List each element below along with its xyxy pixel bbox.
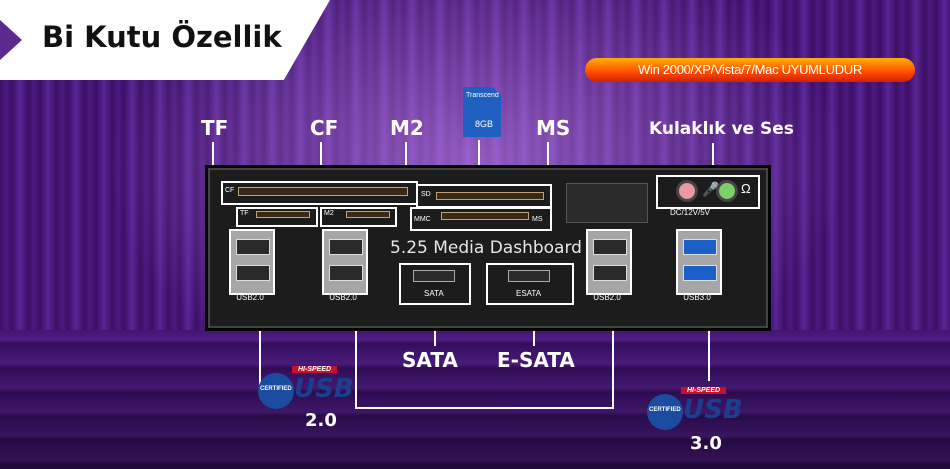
slot-sd-label: SD — [421, 191, 431, 198]
label-cf: CF — [310, 116, 339, 140]
usb20-text: USB — [294, 374, 354, 404]
usb30-label: USB3.0 — [683, 293, 711, 302]
usb20-a-label: USB2.0 — [236, 293, 264, 302]
line-usb-b — [355, 303, 357, 408]
slot-cf-opening — [238, 187, 408, 196]
headphone-jack — [716, 180, 738, 202]
sata-port-label: SATA — [424, 289, 444, 298]
usb30-logo: HI-SPEED CERTIFIED USB — [647, 384, 747, 434]
usb-badge-icon — [258, 373, 294, 409]
slot-tf-label: TF — [240, 210, 249, 217]
slot-mmc-label: MMC — [414, 216, 431, 223]
line-usb-c — [612, 303, 614, 409]
blank-bay — [566, 183, 648, 223]
usb20-port-c — [586, 229, 632, 295]
usb30-certified: CERTIFIED — [649, 407, 681, 413]
panel-name: 5.25 Media Dashboard — [390, 238, 582, 258]
slot-cf-label: CF — [225, 187, 235, 194]
usb-socket — [593, 239, 627, 255]
slot-tf — [236, 207, 318, 227]
sd-card-brand: Transcend — [466, 92, 499, 99]
usb20-version: 2.0 — [305, 410, 337, 431]
label-tf: TF — [201, 116, 229, 140]
usb-socket — [683, 239, 717, 255]
compatibility-bar: Win 2000/XP/Vista/7/Mac UYUMLUDUR — [585, 58, 915, 82]
usb30-text: USB — [683, 395, 743, 425]
floor — [0, 330, 950, 469]
usb-badge-icon — [647, 394, 683, 430]
usb20-port-a — [229, 229, 275, 295]
slot-ms-label: MS — [532, 216, 543, 223]
line-usb-connector — [355, 407, 614, 409]
label-sata: SATA — [402, 348, 458, 372]
slot-m2 — [320, 207, 397, 227]
usb20-hispeed: HI-SPEED — [292, 366, 338, 373]
usb30-port — [676, 229, 722, 295]
esata-port — [486, 263, 574, 305]
line-m2 — [405, 142, 407, 168]
slot-sd-opening — [436, 192, 544, 200]
label-audio: Kulaklık ve Ses — [649, 119, 794, 139]
mic-jack — [676, 180, 698, 202]
usb30-hispeed: HI-SPEED — [681, 387, 727, 394]
slot-m2-opening — [346, 211, 390, 218]
headphone-icon: Ω — [741, 181, 751, 196]
usb-socket — [236, 265, 270, 281]
label-esata: E-SATA — [497, 348, 575, 372]
usb20-certified: CERTIFIED — [260, 386, 292, 392]
esata-port-label: ESATA — [516, 289, 542, 298]
slot-m2-label: M2 — [324, 210, 334, 217]
usb30-version: 3.0 — [690, 433, 722, 454]
slot-mmc-opening — [441, 212, 529, 220]
slot-tf-opening — [256, 211, 310, 218]
usb-socket — [683, 265, 717, 281]
usb-socket — [593, 265, 627, 281]
line-usb-a — [259, 303, 261, 393]
usb-socket — [236, 239, 270, 255]
line-cf — [320, 142, 322, 182]
usb-socket — [329, 239, 363, 255]
sd-card-size: 8GB — [475, 119, 494, 129]
label-m2: M2 — [390, 116, 424, 140]
title-arrow-icon — [0, 20, 22, 60]
usb20-logo: HI-SPEED CERTIFIED USB — [258, 360, 358, 420]
slot-mmc-ms — [410, 207, 552, 231]
audio-jacks-group — [656, 175, 760, 209]
line-audio — [712, 143, 714, 173]
usb20-port-b — [322, 229, 368, 295]
usb20-c-label: USB2.0 — [593, 293, 621, 302]
page-title: Bi Kutu Özellik — [42, 20, 282, 54]
usb20-b-label: USB2.0 — [329, 293, 357, 302]
usb-socket — [329, 265, 363, 281]
sd-card-image: Transcend 8GB — [463, 87, 501, 137]
sata-port — [399, 263, 471, 305]
line-usb3 — [708, 303, 710, 381]
dc-label: DC/12V/5V — [670, 208, 711, 217]
esata-socket — [508, 270, 550, 282]
sata-socket — [413, 270, 455, 282]
mic-icon: 🎤 — [702, 181, 720, 197]
line-sd — [478, 140, 480, 184]
label-ms: MS — [536, 116, 571, 140]
title-bar — [0, 0, 330, 80]
